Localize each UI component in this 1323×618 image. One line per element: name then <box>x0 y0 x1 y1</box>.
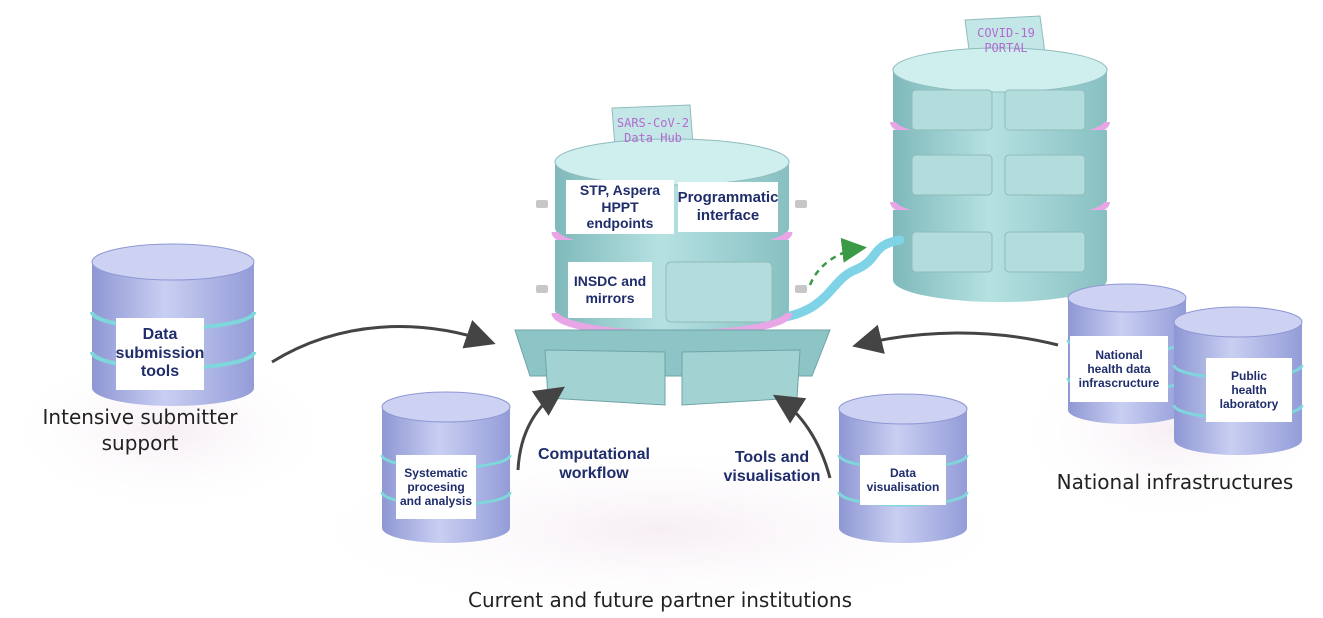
submission-db-label: Data submission tools <box>116 318 204 390</box>
hub-portal-tube <box>775 235 905 323</box>
arrow-submission-to-hub <box>271 320 496 364</box>
hub-drawer-interface-label: Programmatic interface <box>678 182 778 232</box>
tools-visualisation-label: Tools and visualisation <box>723 449 821 486</box>
covid-portal-stack <box>890 15 1110 302</box>
visualisation-db-label: Data visualisation <box>860 455 946 505</box>
covid-portal-sign: COVID-19 PORTAL <box>977 26 1035 55</box>
hub-portal-arrow <box>808 237 867 286</box>
partners-caption: Current and future partner institutions <box>467 588 852 612</box>
arrow-visualisation-to-hub <box>772 394 832 479</box>
submitter-caption: Intensive submitter support <box>42 405 238 455</box>
arrow-national-to-hub <box>852 324 1059 354</box>
public-health-db-label: Public health laboratory <box>1206 358 1292 422</box>
computational-workflow-label: Computational workflow <box>538 446 650 483</box>
submitter-halo <box>0 345 340 515</box>
hub-drawer-endpoints-label: STP, Aspera HPPT endpoints <box>566 180 674 234</box>
national-caption: National infrastructures <box>1056 470 1294 494</box>
hub-drawer-insdc-label: INSDC and mirrors <box>568 262 652 318</box>
data-hub-sign: SARS-CoV-2 Data Hub <box>616 116 690 145</box>
national-db-label: National health data infrascructure <box>1070 336 1168 402</box>
processing-db-label: Systematic procesing and analysis <box>396 455 476 519</box>
arrow-processing-to-hub <box>516 386 565 471</box>
